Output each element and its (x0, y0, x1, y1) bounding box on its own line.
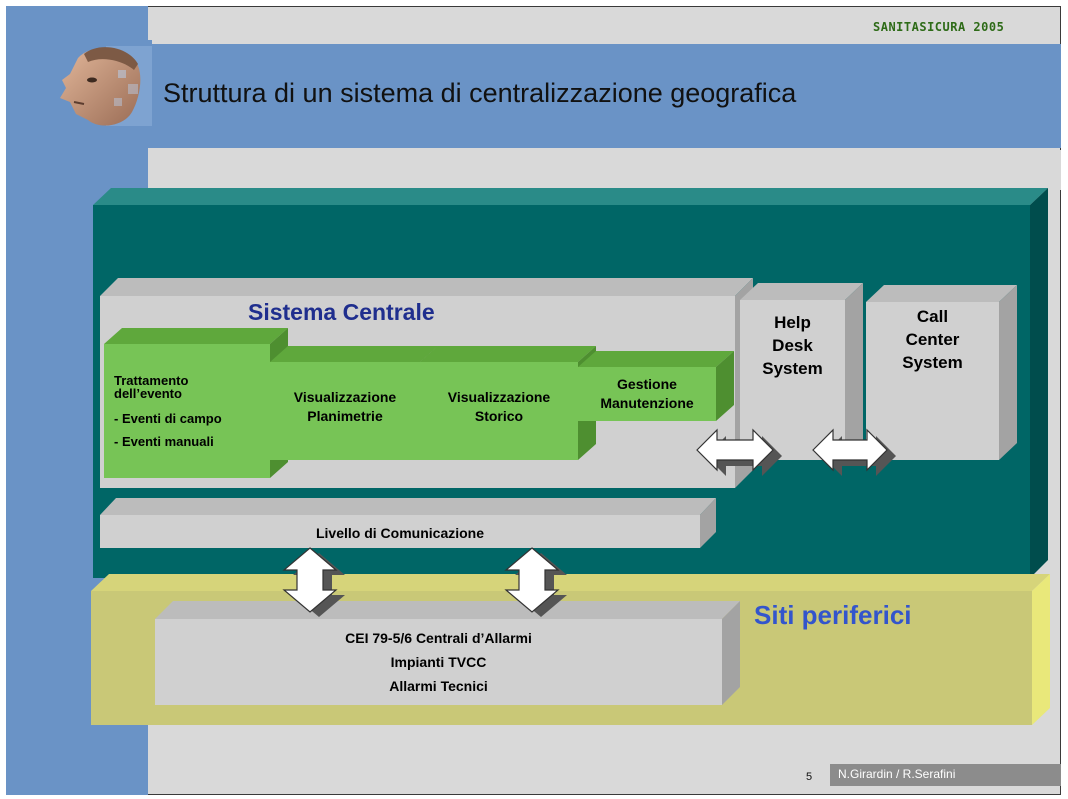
peripheral-sites-box (155, 601, 740, 705)
module-event-handling (104, 328, 288, 478)
double-arrow-right-icon (812, 428, 896, 476)
help-desk-label: Help Desk System (740, 312, 845, 381)
floorplans-line-2: Planimetrie (307, 407, 383, 424)
floorplans-module-label: Visualizzazione Planimetrie (272, 388, 418, 426)
maintenance-line-1: Gestione (617, 376, 677, 392)
page-number: 5 (806, 771, 813, 783)
event-handling-title-2: dell’evento (114, 386, 182, 401)
peripheral-item-technical: Allarmi Tecnici (389, 677, 488, 694)
central-system-title: Sistema Centrale (248, 299, 435, 325)
call-center-line-3: System (902, 352, 963, 372)
event-handling-item-field: - Eventi di campo (114, 411, 222, 426)
help-desk-line-1: Help (774, 313, 811, 332)
history-line-1: Visualizzazione (447, 389, 551, 405)
footer-author: N.Girardin / R.Serafini (838, 767, 956, 781)
vertical-arrow-right-icon (504, 547, 567, 617)
floorplans-line-1: Visualizzazione (293, 389, 397, 405)
title-bar-underband (148, 150, 1061, 190)
page-title: Struttura di un sistema di centralizzazi… (163, 78, 797, 108)
peripheral-item-cctv: Impianti TVCC (390, 653, 487, 670)
face-icon (48, 40, 152, 132)
history-line-2: Storico (474, 407, 524, 424)
help-desk-line-2: Desk (772, 335, 813, 355)
event-logo: SANITASICURA 2005 (873, 20, 1005, 34)
peripheral-sites-list: CEI 79-5/6 Centrali d’Allarmi Impianti T… (155, 627, 722, 698)
peripheral-item-alarms: CEI 79-5/6 Centrali d’Allarmi (345, 630, 532, 646)
event-handling-module: Trattamento dell’evento (114, 374, 188, 400)
title-bar (6, 44, 1061, 148)
call-center-box (866, 285, 1017, 460)
vertical-arrow-left-icon (282, 547, 345, 617)
double-arrow-left-icon (696, 428, 782, 476)
communication-level-label: Livello di Comunicazione (315, 525, 485, 541)
history-module-label: Visualizzazione Storico (420, 388, 578, 426)
call-center-label: Call Center System (866, 306, 999, 375)
call-center-line-2: Center (905, 329, 960, 349)
communication-level-box (100, 498, 716, 548)
help-desk-box (740, 283, 863, 460)
event-handling-item-manual: - Eventi manuali (114, 434, 214, 449)
footer-bar (830, 764, 1061, 786)
maintenance-module-label: Gestione Manutenzione (578, 375, 716, 413)
help-desk-line-3: System (762, 358, 823, 378)
event-handling-title-1: Trattamento (114, 373, 189, 388)
call-center-line-1: Call (916, 307, 949, 326)
peripheral-sites-title: Siti periferici (754, 600, 912, 630)
maintenance-line-2: Manutenzione (600, 394, 694, 411)
module-maintenance (578, 351, 734, 421)
